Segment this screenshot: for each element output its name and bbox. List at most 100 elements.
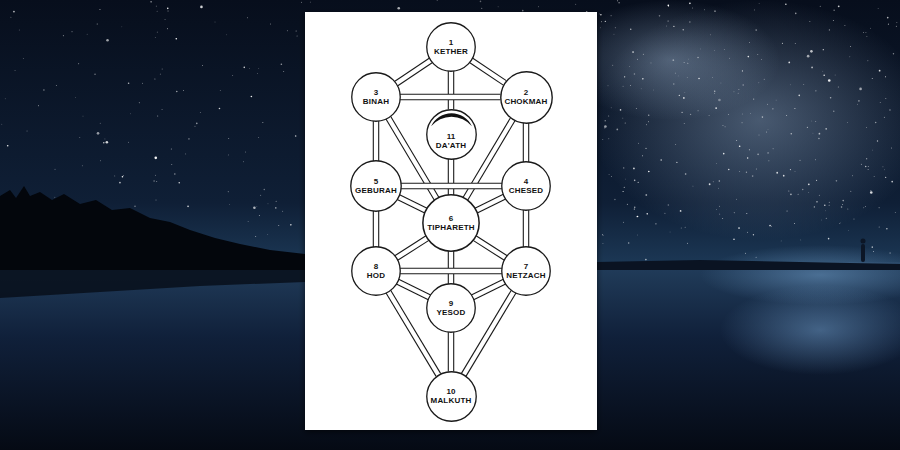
star <box>790 169 791 170</box>
star <box>828 79 831 82</box>
star <box>802 189 803 190</box>
star <box>99 9 101 11</box>
star <box>775 99 777 101</box>
star <box>178 182 180 184</box>
star <box>668 5 670 7</box>
star <box>746 172 747 173</box>
path-fill <box>398 282 430 298</box>
star <box>79 137 81 139</box>
path-fill <box>374 211 378 247</box>
star <box>226 34 228 36</box>
star <box>719 205 721 207</box>
star <box>867 165 869 167</box>
star <box>256 206 258 208</box>
star <box>837 86 839 88</box>
star <box>712 181 714 183</box>
path-connector <box>476 197 504 211</box>
star <box>686 77 688 79</box>
star <box>282 210 284 212</box>
star <box>719 180 721 182</box>
circle-outline <box>502 247 551 296</box>
star <box>642 155 643 156</box>
star <box>884 169 886 171</box>
star <box>623 221 625 223</box>
star <box>598 13 600 15</box>
path-fill <box>449 251 453 284</box>
star <box>648 121 650 123</box>
star <box>227 191 229 193</box>
star <box>741 113 743 115</box>
star <box>629 66 631 68</box>
star <box>841 206 843 208</box>
star <box>749 149 750 150</box>
star <box>156 181 158 183</box>
star <box>700 48 702 50</box>
star <box>636 58 638 60</box>
star <box>867 169 869 171</box>
star <box>885 76 886 77</box>
star <box>167 8 169 10</box>
sephirah-number: 2 <box>524 88 528 97</box>
star <box>121 26 123 28</box>
star <box>729 57 731 59</box>
star <box>718 99 721 102</box>
star <box>13 11 15 13</box>
star <box>624 76 625 77</box>
sephirah-circle: 10MALKUTH <box>426 371 477 422</box>
star <box>602 234 604 236</box>
star <box>155 199 157 201</box>
star <box>689 3 691 5</box>
figure-head <box>861 239 866 244</box>
star <box>270 23 272 25</box>
star <box>714 91 715 92</box>
star <box>175 38 177 40</box>
sephirah-circle: 3BINAH <box>351 72 401 122</box>
star <box>824 205 825 206</box>
star <box>714 92 716 94</box>
star <box>895 25 897 27</box>
star <box>865 32 867 34</box>
star <box>666 25 668 27</box>
star <box>823 49 824 50</box>
sephirah-circle: 6TIPHARETH <box>422 194 480 252</box>
star <box>96 23 98 25</box>
path-outline <box>523 210 530 247</box>
path-connector <box>473 282 505 298</box>
sephirah-number: 8 <box>374 262 378 271</box>
star <box>161 68 163 70</box>
star <box>677 75 679 77</box>
star <box>828 201 830 203</box>
circle-outline <box>426 371 475 420</box>
star <box>820 219 822 221</box>
star <box>689 21 690 22</box>
star <box>624 187 625 188</box>
star <box>154 157 157 160</box>
star <box>286 30 288 32</box>
star <box>616 129 618 131</box>
star <box>81 165 83 167</box>
circle-outline <box>500 71 551 122</box>
star <box>794 171 796 173</box>
star <box>161 109 163 111</box>
star <box>7 145 9 147</box>
star <box>742 70 743 71</box>
star <box>753 234 754 235</box>
star <box>836 180 838 182</box>
star <box>157 115 159 117</box>
star <box>680 227 682 229</box>
star <box>815 121 817 123</box>
star <box>885 97 887 99</box>
star <box>762 116 764 118</box>
path-connector <box>471 60 505 83</box>
star <box>826 218 827 219</box>
circle-outline <box>427 23 476 72</box>
star <box>634 180 636 182</box>
star <box>188 138 190 140</box>
path-fill <box>524 210 528 247</box>
star <box>772 108 773 109</box>
star <box>185 153 187 155</box>
star <box>128 141 130 143</box>
star <box>171 164 173 166</box>
star <box>618 2 620 4</box>
star <box>857 103 859 105</box>
